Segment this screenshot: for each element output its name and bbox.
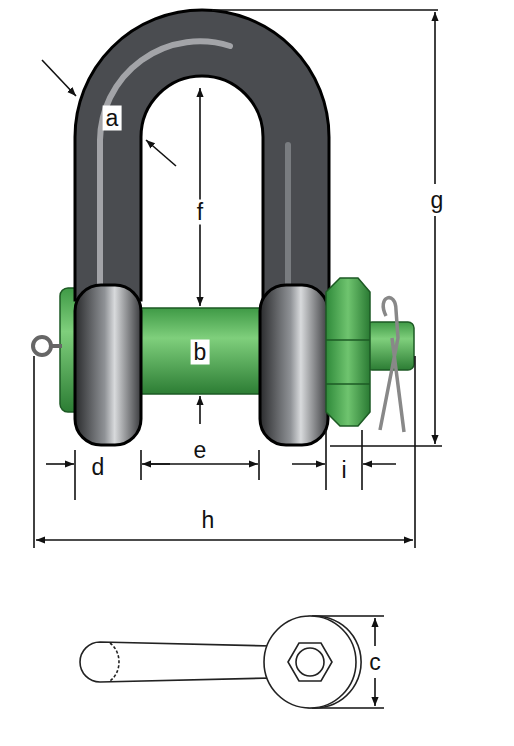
dimension-label: g (428, 188, 447, 213)
dimension-label: b (191, 340, 210, 365)
nut (326, 278, 414, 432)
dimension-label: h (199, 508, 218, 533)
shackle-top-view (80, 616, 361, 708)
dimension-label: c (366, 650, 384, 675)
dimension-label: e (191, 438, 210, 463)
dimension-lines (34, 10, 442, 708)
dimension-label: a (103, 106, 122, 131)
dimension-label: i (338, 458, 349, 483)
dimension-label: d (89, 455, 108, 480)
shackle-bow (75, 10, 329, 445)
dimension-label: f (194, 200, 206, 225)
